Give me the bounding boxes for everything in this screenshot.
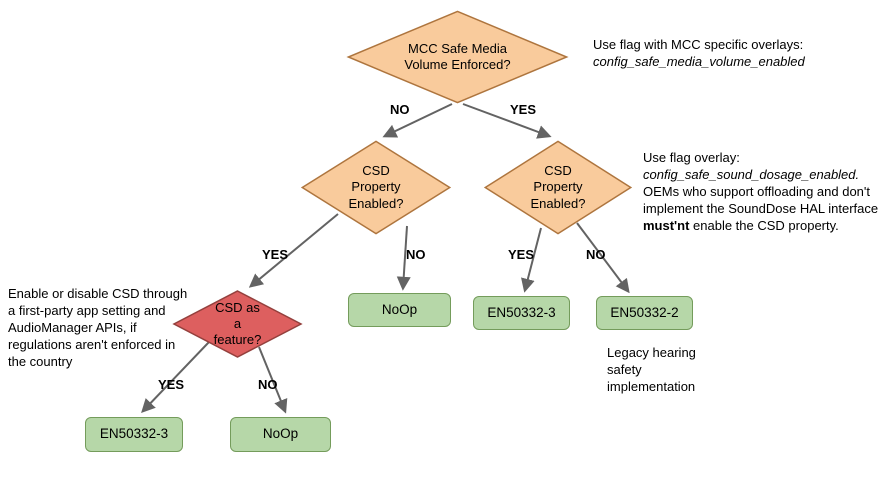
mcc-overlay-text: Use flag with MCC specific overlays: [593, 37, 804, 52]
label-feature-no: NO [258, 377, 278, 392]
legacy-annotation: Legacy hearing safety implementation [607, 345, 727, 396]
label-right-no: NO [586, 247, 606, 262]
edge-right-no [576, 222, 630, 294]
mcc-overlay-flag: config_safe_media_volume_enabled [593, 53, 805, 69]
csd-toggle-line-2: a first-party app setting and [8, 302, 166, 318]
decision-csd-feature: CSD as a feature? [172, 290, 303, 358]
outcome-noop-mid: NoOp [348, 293, 451, 327]
sound-dosage-body-1: OEMs who support offloading and don't [643, 183, 870, 199]
sound-dosage-intro: Use flag overlay: [643, 150, 740, 165]
outcome-en50332-2: EN50332-2 [596, 296, 693, 330]
edge-feature-no [258, 346, 288, 414]
legacy-line-2: safety [607, 361, 642, 377]
label-root-no: NO [390, 102, 410, 117]
edge-feature-yes [141, 341, 210, 414]
outcome-noop-mid-label: NoOp [381, 301, 418, 317]
legacy-line-1: Legacy hearing [607, 345, 696, 360]
edge-root-no [382, 103, 453, 138]
legacy-line-3: implementation [607, 378, 696, 394]
csd-toggle-line-1: Enable or disable CSD through [8, 286, 188, 301]
outcome-noop-bottom-label: NoOp [262, 426, 299, 442]
label-right-yes: YES [508, 247, 535, 262]
edge-left-no [396, 225, 411, 291]
edge-root-yes [462, 103, 552, 139]
decision-mcc-enforced: MCC Safe Media Volume Enforced? [345, 10, 570, 104]
label-feature-yes: YES [158, 377, 185, 392]
outcome-en50332-3-right-label: EN50332-3 [487, 304, 556, 320]
decision-csd-property-left-label: CSD Property Enabled? [348, 163, 404, 211]
sound-dosage-flag: config_safe_sound_dosage_enabled. [643, 166, 860, 182]
outcome-en50332-3-right: EN50332-3 [473, 296, 570, 330]
edge-right-yes [521, 227, 542, 293]
decision-csd-property-right: CSD Property Enabled? [483, 140, 633, 235]
label-left-no: NO [406, 247, 426, 262]
sound-dosage-annotation: Use flag overlay: config_safe_sound_dosa… [643, 150, 887, 234]
decision-csd-property-right-label: CSD Property Enabled? [530, 163, 586, 211]
csd-toggle-line-5: the country [8, 353, 73, 369]
outcome-en50332-3-bottom: EN50332-3 [85, 417, 183, 452]
edge-left-yes [248, 213, 339, 288]
sound-dosage-bold: must'nt [643, 217, 690, 233]
mcc-overlay-annotation: Use flag with MCC specific overlays: con… [593, 37, 853, 71]
sound-dosage-body-2: implement the SoundDose HAL interface [643, 200, 879, 216]
label-root-yes: YES [510, 102, 537, 117]
decision-mcc-enforced-label: MCC Safe Media Volume Enforced? [404, 40, 511, 72]
decision-csd-feature-label: CSD as a feature? [213, 299, 262, 348]
label-left-yes: YES [262, 247, 289, 262]
outcome-en50332-3-bottom-label: EN50332-3 [99, 426, 169, 442]
outcome-en50332-2-label: EN50332-2 [610, 304, 679, 320]
outcome-noop-bottom: NoOp [230, 417, 331, 452]
csd-toggle-line-4: regulations aren't enforced in [8, 336, 176, 352]
csd-toggle-annotation: Enable or disable CSD through a first-pa… [8, 286, 198, 370]
decision-csd-property-left: CSD Property Enabled? [300, 140, 452, 235]
csd-toggle-line-3: AudioManager APIs, if [8, 319, 137, 335]
sound-dosage-body-3: enable the CSD property. [689, 217, 839, 233]
